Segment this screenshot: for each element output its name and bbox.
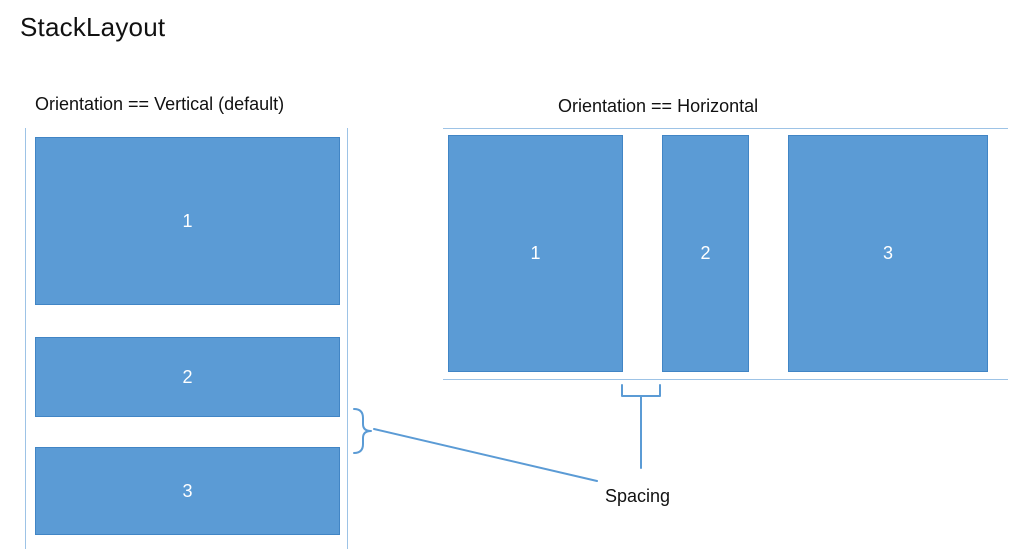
spacing-label: Spacing xyxy=(605,486,671,506)
vertical-box-2-label: 2 xyxy=(182,366,193,387)
spacing-connector-line xyxy=(373,428,598,482)
vertical-guide-line-right xyxy=(347,128,348,549)
vertical-box-1: 1 xyxy=(35,137,340,305)
vertical-guide-line-left xyxy=(25,128,26,549)
vertical-box-1-label: 1 xyxy=(182,210,193,231)
page-title: StackLayout xyxy=(20,12,166,42)
horizontal-box-2: 2 xyxy=(662,135,749,372)
horizontal-layout-heading: Orientation == Horizontal xyxy=(558,96,759,116)
horizontal-box-2-label: 2 xyxy=(700,243,711,263)
horizontal-box-3: 3 xyxy=(788,135,988,372)
horizontal-box-1-label: 1 xyxy=(530,243,541,263)
horizontal-guide-line-top xyxy=(443,128,1008,129)
spacing-bracket-icon xyxy=(621,384,661,397)
spacing-brace-icon xyxy=(353,408,372,454)
horizontal-box-3-label: 3 xyxy=(882,243,893,263)
vertical-box-3: 3 xyxy=(35,447,340,535)
horizontal-box-1: 1 xyxy=(448,135,623,372)
vertical-box-2: 2 xyxy=(35,337,340,417)
horizontal-guide-line-bottom xyxy=(443,379,1008,380)
vertical-layout-heading: Orientation == Vertical (default) xyxy=(35,94,285,114)
vertical-box-3-label: 3 xyxy=(182,480,193,501)
